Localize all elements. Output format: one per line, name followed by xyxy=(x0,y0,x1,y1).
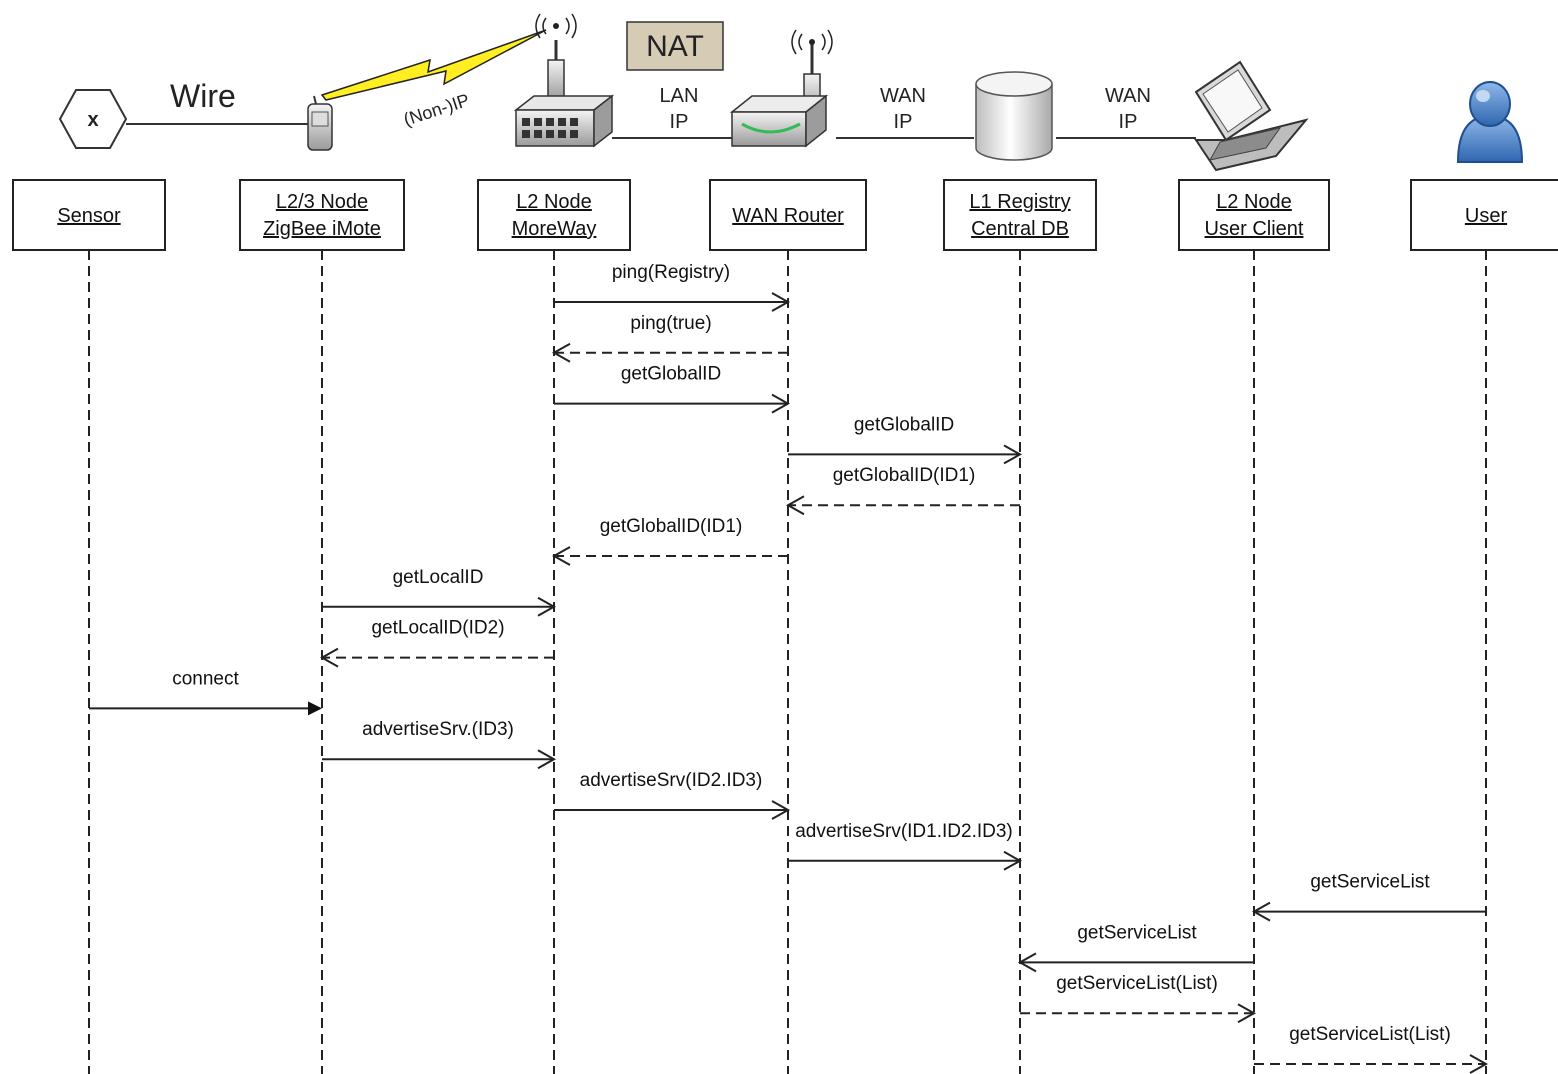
participant-label: User Client xyxy=(1205,218,1304,240)
arrowhead xyxy=(551,342,571,363)
message-14: getServiceList xyxy=(1017,922,1254,973)
participant-box xyxy=(1178,179,1330,251)
message-16: getServiceList(List) xyxy=(1254,1024,1489,1074)
message-15: getServiceList(List) xyxy=(1020,973,1257,1024)
database-icon xyxy=(975,71,1053,161)
message-label: getServiceList(List) xyxy=(1056,973,1218,994)
message-label: getServiceList(List) xyxy=(1289,1024,1451,1045)
wan1-label-line1: WAN xyxy=(880,85,926,107)
message-7: getLocalID xyxy=(322,567,557,617)
message-label: advertiseSrv(ID2.ID3) xyxy=(580,770,763,791)
message-label: ping(true) xyxy=(630,313,711,334)
message-label: getGlobalID xyxy=(854,414,954,435)
message-4: getGlobalID xyxy=(788,414,1023,465)
arrowhead xyxy=(1251,901,1271,922)
message-6: getGlobalID(ID1) xyxy=(551,516,788,566)
arrowhead xyxy=(771,800,791,820)
arrowhead xyxy=(319,647,339,668)
arrowhead xyxy=(771,393,791,414)
wireless-label: (Non-)IP xyxy=(401,90,472,130)
lifelines xyxy=(88,250,1487,1074)
participant-label: L2 Node xyxy=(1216,191,1292,213)
participant-label: WAN Router xyxy=(732,205,844,227)
laptop-icon xyxy=(1194,60,1309,172)
arrowhead xyxy=(1017,952,1037,973)
participant-label: ZigBee iMote xyxy=(263,218,381,240)
message-12: advertiseSrv(ID1.ID2.ID3) xyxy=(788,821,1023,871)
participant-label: L2 Node xyxy=(516,191,592,213)
arrowhead xyxy=(551,546,571,566)
arrowhead xyxy=(1469,1054,1489,1074)
participant-label: L2/3 Node xyxy=(276,191,368,213)
messages: ping(Registry) ping(true) getGlobalID getGl… xyxy=(89,262,1489,1074)
message-label: connect xyxy=(172,668,239,689)
message-label: ping(Registry) xyxy=(612,262,730,283)
participant-box xyxy=(239,179,405,251)
participant-box xyxy=(709,179,867,251)
participant-box xyxy=(477,179,631,251)
participant-box xyxy=(1410,179,1558,251)
participant-label: MoreWay xyxy=(512,218,597,240)
arrowhead xyxy=(308,701,322,716)
message-label: advertiseSrv(ID1.ID2.ID3) xyxy=(795,821,1013,842)
wan2-label-line2: IP xyxy=(1119,111,1138,133)
participant-label: User xyxy=(1465,205,1508,227)
message-label: getServiceList xyxy=(1077,922,1197,943)
message-9: connect xyxy=(89,668,322,716)
participant-label: Central DB xyxy=(971,218,1069,240)
message-label: getGlobalID xyxy=(621,364,721,385)
message-label: advertiseSrv.(ID3) xyxy=(362,719,514,740)
wan2-label-line1: WAN xyxy=(1105,85,1151,107)
message-13: getServiceList xyxy=(1251,872,1486,922)
arrowhead xyxy=(771,292,791,312)
participant-label: Sensor xyxy=(57,205,121,227)
message-label: getGlobalID(ID1) xyxy=(600,516,743,537)
message-label: getGlobalID(ID1) xyxy=(833,465,976,486)
participant-box xyxy=(12,179,166,251)
participant-label: L1 Registry xyxy=(969,191,1070,213)
switch-router-icon xyxy=(513,13,615,148)
participant-user: User xyxy=(1410,179,1558,251)
mote-device-icon xyxy=(307,95,333,151)
message-5: getGlobalID(ID1) xyxy=(785,465,1020,516)
message-1: ping(Registry) xyxy=(554,262,791,312)
participant-box xyxy=(943,179,1097,251)
arrowhead xyxy=(537,596,557,617)
message-2: ping(true) xyxy=(551,313,788,363)
nat-badge: NAT xyxy=(626,21,724,71)
wan1-label-line2: IP xyxy=(894,111,913,133)
arrowhead xyxy=(1237,1003,1257,1024)
lan-label-line2: IP xyxy=(670,111,689,133)
wireless-router-icon xyxy=(729,29,833,148)
sensor-symbol: x xyxy=(87,109,98,131)
arrowhead xyxy=(1003,850,1023,871)
message-label: getLocalID(ID2) xyxy=(371,618,504,639)
participant-wanrouter: WAN Router xyxy=(709,179,867,251)
nat-label: NAT xyxy=(646,30,704,63)
user-icon xyxy=(1456,81,1524,163)
message-label: getLocalID xyxy=(393,567,484,588)
participant-sensor: Sensor xyxy=(12,179,166,251)
message-10: advertiseSrv.(ID3) xyxy=(322,719,557,770)
arrowhead xyxy=(785,495,805,516)
sensor-icon: x xyxy=(58,89,128,149)
message-11: advertiseSrv(ID2.ID3) xyxy=(554,770,791,820)
wire-label: Wire xyxy=(170,78,236,114)
lan-label-line1: LAN xyxy=(660,85,699,107)
message-3: getGlobalID xyxy=(554,364,791,414)
arrowhead xyxy=(1003,444,1023,465)
message-label: getServiceList xyxy=(1310,872,1430,893)
message-8: getLocalID(ID2) xyxy=(319,618,554,668)
wireless-link-icon xyxy=(320,29,547,101)
network-topology: x Wire (Non-)IP xyxy=(58,13,1524,172)
arrowhead xyxy=(537,749,557,770)
